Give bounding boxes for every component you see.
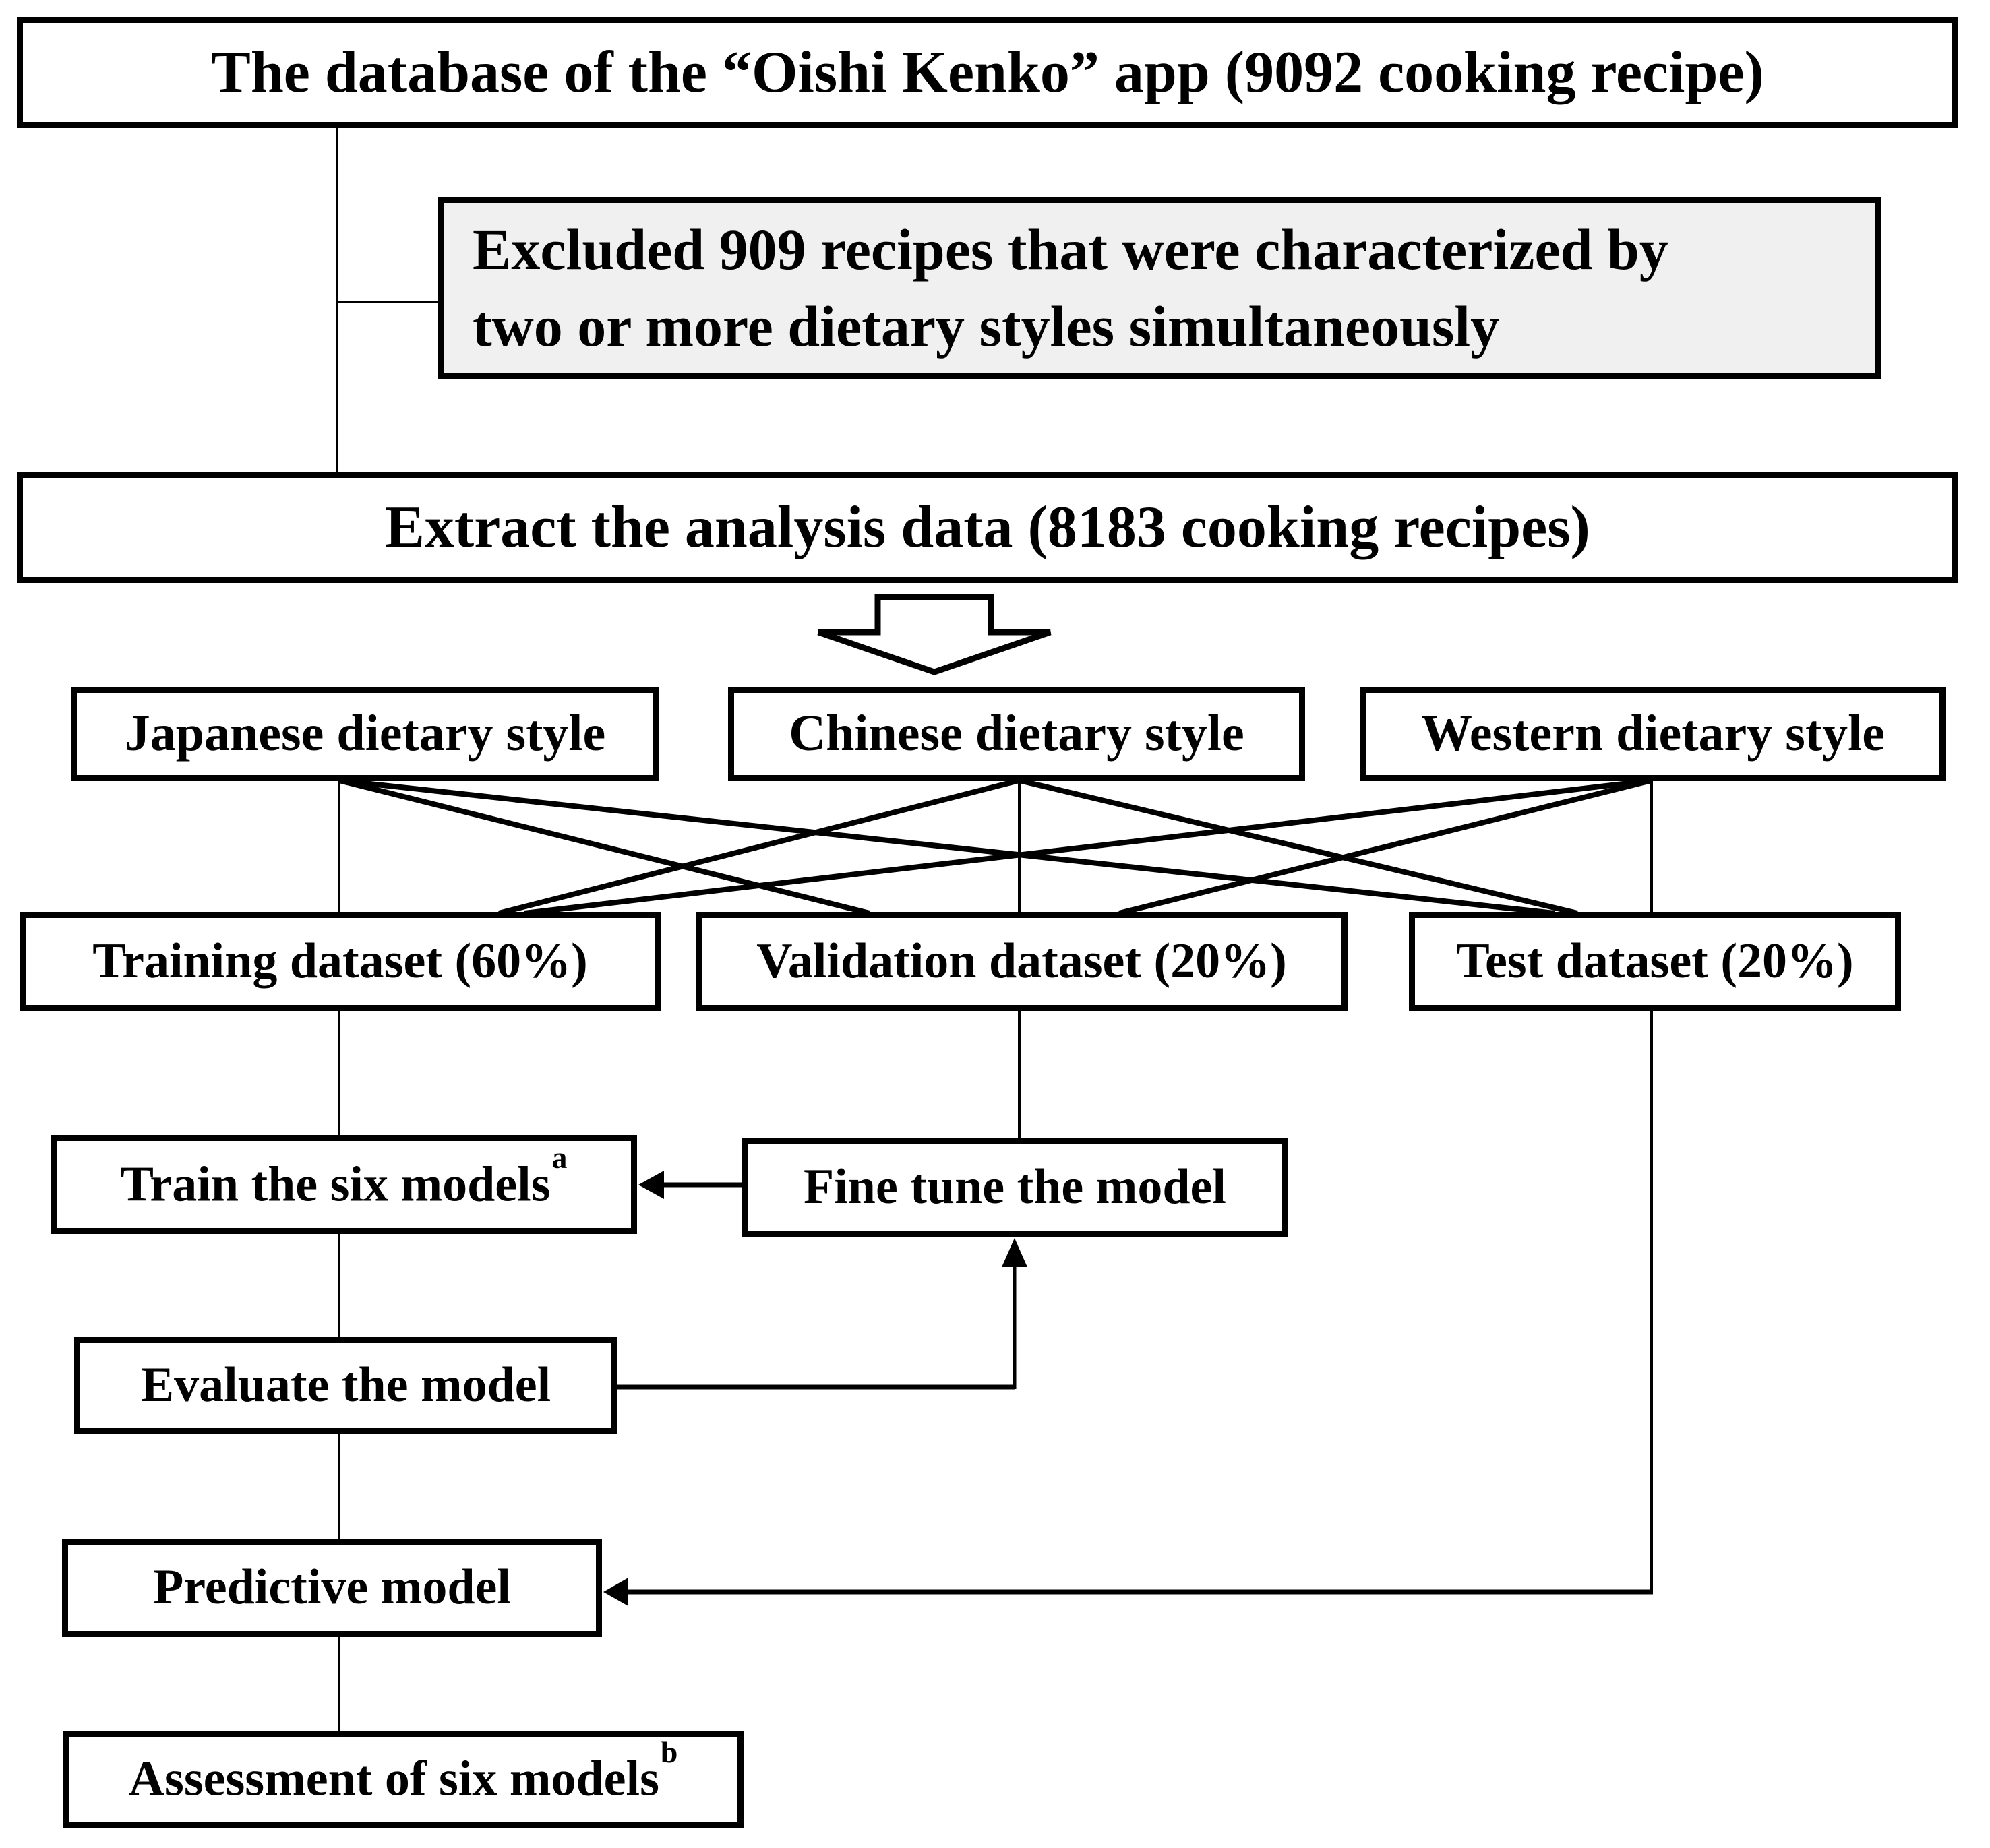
fine-tune-box: Fine tune the model	[742, 1138, 1288, 1237]
edge-japanese-test	[338, 778, 1555, 916]
edge-japanese-validation	[338, 778, 870, 916]
evaluate-box: Evaluate the model	[74, 1337, 617, 1434]
excluded-note-box: Excluded 909 recipes that were character…	[438, 197, 1881, 379]
edge-western-training	[524, 778, 1652, 916]
validation-dataset-label: Validation dataset (20%)	[756, 933, 1287, 989]
edge-chinese-test	[1019, 778, 1578, 916]
database-box: The database of the “Oishi Kenko” app (9…	[17, 17, 1958, 128]
down-block-arrow-icon	[817, 594, 1052, 675]
train-models-box: Train the six modelsa	[51, 1135, 637, 1234]
edge-chinese-training	[498, 778, 1020, 916]
train-models-text: Train the six models	[120, 1157, 551, 1212]
japanese-style-label: Japanese dietary style	[124, 705, 606, 762]
chinese-style-label: Chinese dietary style	[789, 705, 1244, 762]
assessment-box: Assessment of six modelsb	[63, 1731, 744, 1828]
predictive-model-box: Predictive model	[62, 1539, 602, 1637]
footnote-b-marker: b	[660, 1735, 678, 1770]
edge-test-predictive-arrowhead	[603, 1578, 628, 1606]
train-models-label: Train the six modelsa	[120, 1140, 568, 1214]
extract-box: Extract the analysis data (8183 cooking …	[17, 472, 1958, 583]
assessment-text: Assessment of six models	[128, 1751, 659, 1807]
evaluate-label: Evaluate the model	[140, 1357, 551, 1413]
edge-evaluate-finetune-arrowhead	[1002, 1238, 1027, 1267]
western-style-box: Western dietary style	[1360, 687, 1946, 781]
training-dataset-box: Training dataset (60%)	[20, 912, 661, 1011]
validation-dataset-box: Validation dataset (20%)	[696, 912, 1348, 1011]
excluded-label-line2: two or more dietary styles simultaneousl…	[473, 293, 1500, 359]
japanese-style-box: Japanese dietary style	[71, 687, 659, 781]
western-style-label: Western dietary style	[1420, 705, 1886, 762]
predictive-model-label: Predictive model	[153, 1560, 511, 1615]
fine-tune-label: Fine tune the model	[804, 1159, 1226, 1214]
excluded-label: Excluded 909 recipes that were character…	[473, 212, 1668, 365]
assessment-label: Assessment of six modelsb	[128, 1735, 678, 1809]
extract-label: Extract the analysis data (8183 cooking …	[385, 494, 1590, 560]
test-dataset-box: Test dataset (20%)	[1409, 912, 1901, 1011]
database-label: The database of the “Oishi Kenko” app (9…	[211, 39, 1764, 105]
footnote-a-marker: a	[551, 1140, 568, 1175]
edge-finetune-train-arrowhead	[638, 1171, 664, 1199]
excluded-label-line1: Excluded 909 recipes that were character…	[473, 216, 1668, 282]
training-dataset-label: Training dataset (60%)	[92, 933, 588, 989]
test-dataset-label: Test dataset (20%)	[1456, 933, 1854, 989]
edge-western-validation	[1118, 778, 1652, 916]
chinese-style-box: Chinese dietary style	[728, 687, 1305, 781]
